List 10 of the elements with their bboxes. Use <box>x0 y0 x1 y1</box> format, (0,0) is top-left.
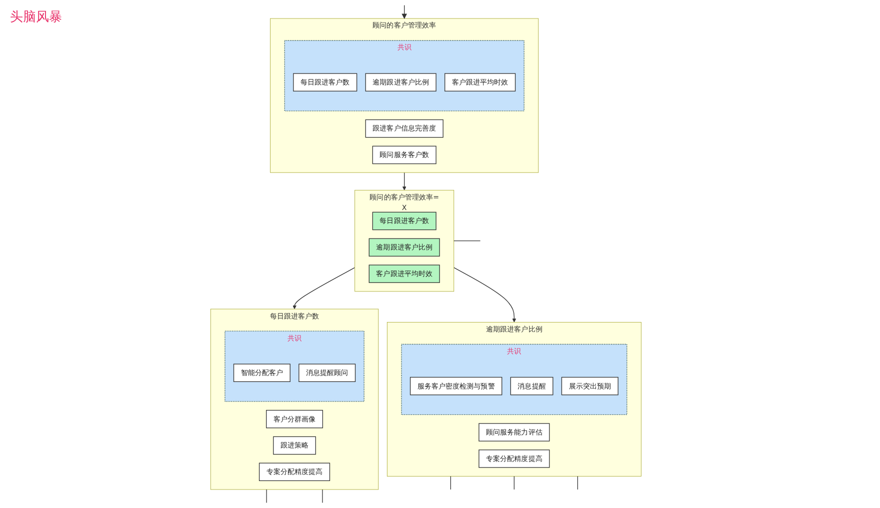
note-text: 头脑风暴 <box>10 9 62 26</box>
arrow <box>402 172 406 190</box>
connector-line <box>450 476 451 490</box>
connector-line <box>266 489 267 504</box>
connector-line <box>454 240 481 242</box>
connector-line <box>577 476 578 490</box>
connector-line <box>322 489 323 504</box>
arrow <box>454 267 516 322</box>
arrow <box>402 4 407 20</box>
arrow <box>292 267 356 310</box>
